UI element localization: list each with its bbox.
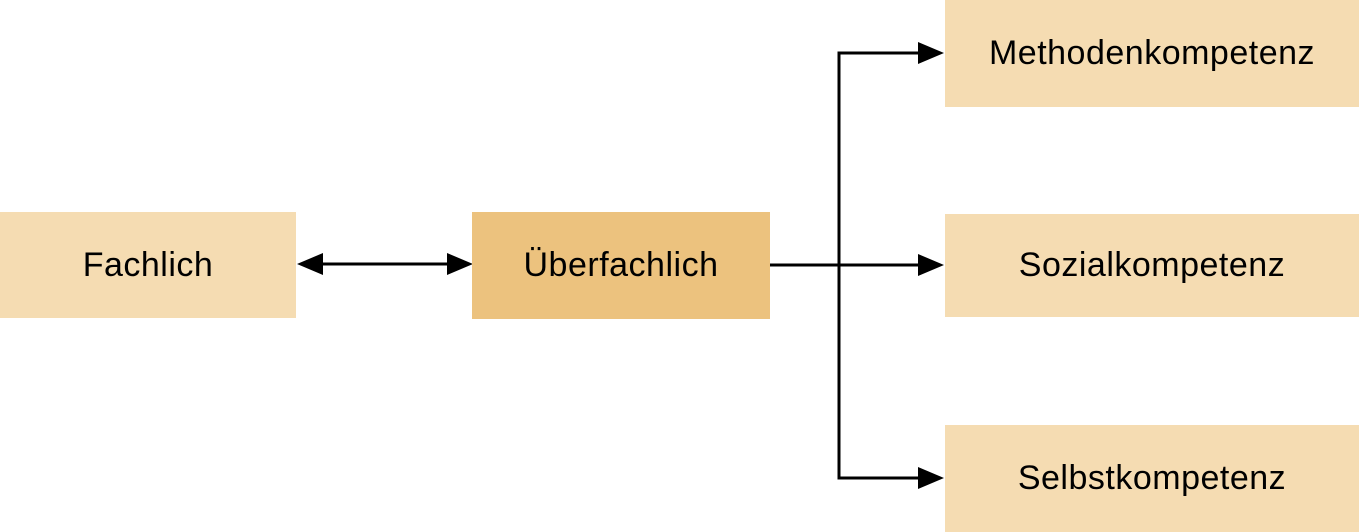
node-selbstkompetenz: Selbstkompetenz xyxy=(945,425,1359,532)
edge-ueberfachlich-selbstkompetenz xyxy=(837,467,944,489)
arrowhead-selbst-icon xyxy=(918,467,944,489)
arrowhead-sozial-icon xyxy=(918,254,944,276)
arrowhead-left-icon xyxy=(297,253,323,275)
node-ueberfachlich-label: Überfachlich xyxy=(523,246,719,284)
node-fachlich-label: Fachlich xyxy=(82,245,214,284)
arrowhead-right-icon xyxy=(447,253,473,275)
node-sozialkompetenz: Sozialkompetenz xyxy=(945,214,1359,317)
edge-ueberfachlich-methodenkompetenz xyxy=(837,42,944,64)
edge-fachlich-ueberfachlich xyxy=(297,253,473,275)
node-methodenkompetenz: Methodenkompetenz xyxy=(945,0,1359,107)
node-methodenkompetenz-label: Methodenkompetenz xyxy=(988,34,1316,72)
edge-ueberfachlich-sozialkompetenz xyxy=(770,254,944,276)
node-selbstkompetenz-label: Selbstkompetenz xyxy=(1017,459,1287,497)
node-fachlich: Fachlich xyxy=(0,212,296,318)
node-ueberfachlich: Überfachlich xyxy=(472,212,770,319)
node-sozialkompetenz-label: Sozialkompetenz xyxy=(1018,246,1286,284)
arrowhead-methoden-icon xyxy=(918,42,944,64)
